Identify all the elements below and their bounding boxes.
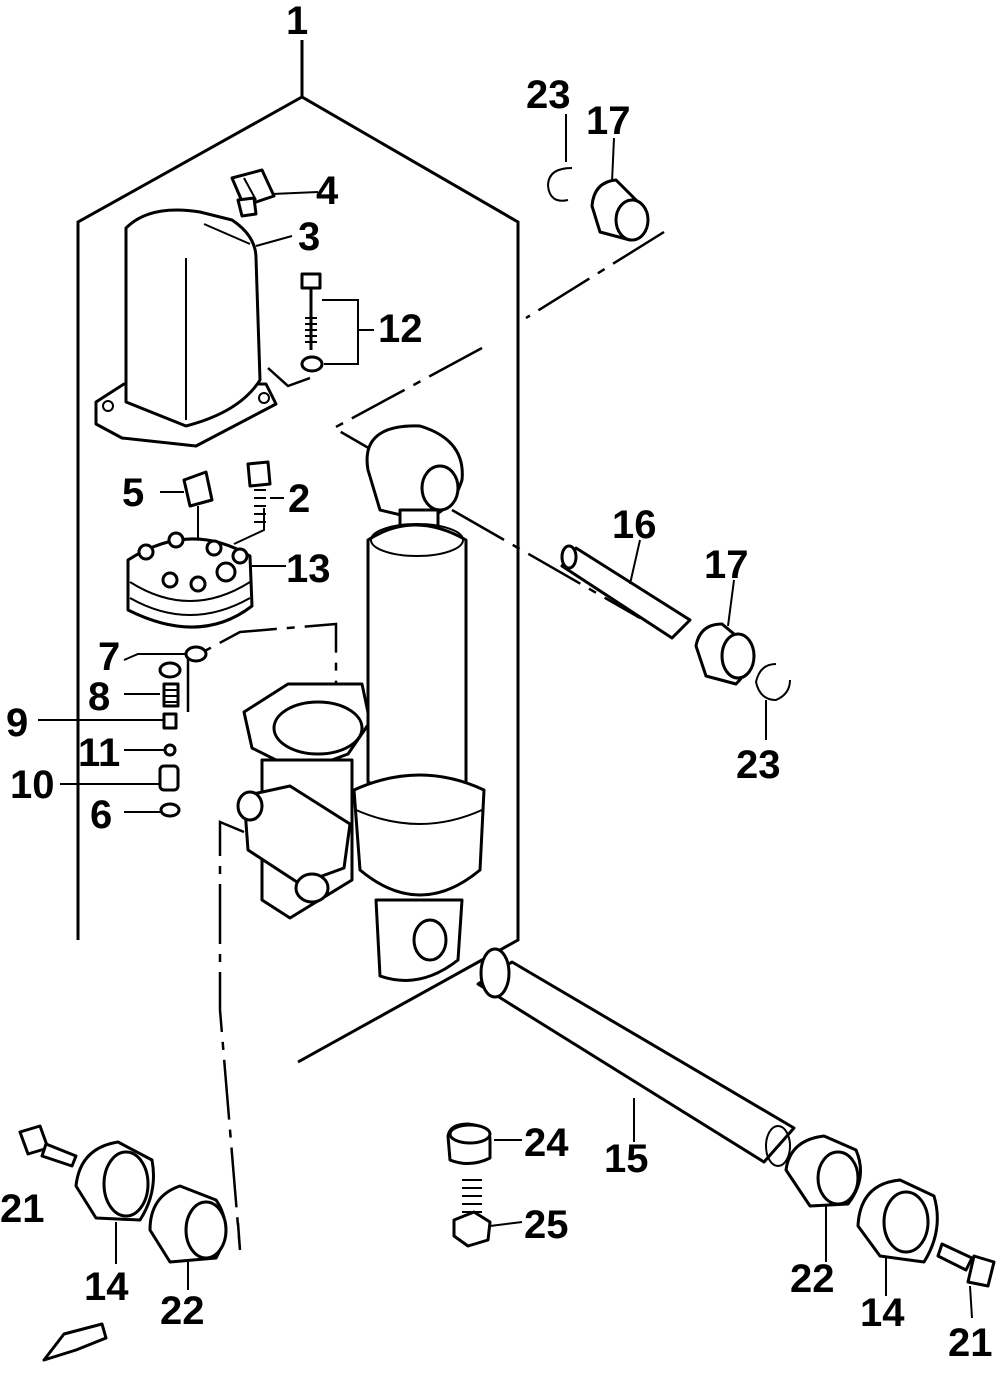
callout-3: 3 xyxy=(298,215,320,259)
assembly-frame xyxy=(76,40,520,1064)
lower-shaft xyxy=(476,947,796,1167)
callout-9: 9 xyxy=(6,701,28,745)
circlip-right xyxy=(754,663,791,702)
callout-1: 1 xyxy=(286,0,308,43)
upper-bushing-right xyxy=(694,622,756,686)
callout-21-left: 21 xyxy=(0,1187,45,1231)
callout-23-top: 23 xyxy=(526,73,571,117)
callout-23-right: 23 xyxy=(736,743,781,787)
callout-12: 12 xyxy=(378,307,423,351)
upper-pin xyxy=(560,544,692,640)
lower-bushing-right xyxy=(784,1134,862,1208)
reservoir-cap xyxy=(230,168,276,218)
center-lines xyxy=(186,230,665,1251)
callout-14-right: 14 xyxy=(860,1291,905,1335)
manual-valve xyxy=(182,470,214,540)
small-valve-parts xyxy=(158,645,208,818)
lower-bushing-left xyxy=(148,1184,228,1264)
callout-10: 10 xyxy=(10,763,55,807)
manifold-block xyxy=(236,682,372,920)
pump-block xyxy=(126,531,254,629)
callout-13: 13 xyxy=(286,547,331,591)
reservoir xyxy=(94,208,278,448)
callout-2: 2 xyxy=(288,477,310,521)
callout-16: 16 xyxy=(612,503,657,547)
callout-4: 4 xyxy=(316,169,339,213)
bolt-left xyxy=(18,1124,78,1168)
callout-24: 24 xyxy=(524,1121,569,1165)
callout-6: 6 xyxy=(90,793,112,837)
callout-25: 25 xyxy=(524,1203,569,1247)
bolt-right xyxy=(936,1242,996,1288)
callout-14-left: 14 xyxy=(84,1265,129,1309)
tilt-cylinder xyxy=(352,424,486,982)
callout-8: 8 xyxy=(88,675,110,719)
leader-lines xyxy=(38,114,973,1319)
collar-left xyxy=(74,1140,155,1222)
callout-7: 7 xyxy=(98,635,120,679)
callout-22-right: 22 xyxy=(790,1257,835,1301)
collar-nut xyxy=(446,1122,492,1165)
callout-17-top: 17 xyxy=(586,99,631,143)
circlip-top xyxy=(546,167,573,202)
pump-bolt xyxy=(246,460,272,523)
callout-11: 11 xyxy=(78,731,120,775)
hex-bolt xyxy=(452,1179,492,1248)
upper-bushing-top xyxy=(590,178,650,242)
bolt-with-washer xyxy=(300,272,324,373)
callout-22-left: 22 xyxy=(160,1289,205,1333)
callout-17-right: 17 xyxy=(704,543,749,587)
collar-right xyxy=(856,1178,939,1264)
callout-15: 15 xyxy=(604,1137,649,1181)
forward-arrow-icon xyxy=(42,1322,108,1362)
callout-21-right: 21 xyxy=(948,1321,993,1365)
callout-5: 5 xyxy=(122,471,144,515)
